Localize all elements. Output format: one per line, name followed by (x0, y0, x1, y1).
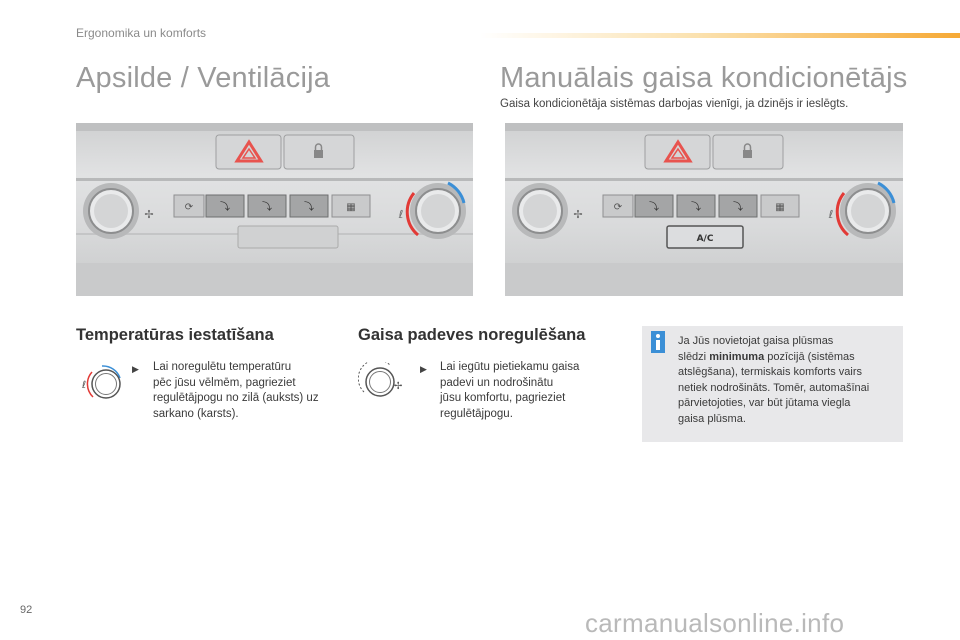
hazard-icon (234, 139, 264, 163)
ac-button-label: A/C (697, 234, 714, 244)
page-number: 92 (20, 604, 33, 616)
info-icon (651, 331, 665, 353)
info-box (642, 326, 903, 442)
airflow-heading: Gaisa padeves noregulēšana (358, 326, 586, 344)
lock-icon (314, 143, 323, 158)
heating-panel-photo: ⟳ ⤵ ⤵ ⤵ ▦ ✢ ℓ (76, 123, 473, 296)
svg-text:⤵: ⤵ (220, 201, 230, 213)
heating-panel-illustration: ⟳ ⤵ ⤵ ⤵ ▦ ✢ ℓ (76, 123, 473, 296)
chapter-title: Ergonomika un komforts (76, 26, 207, 40)
fan-icon: ✢ (144, 208, 153, 221)
recirculation-icon: ⟳ (614, 202, 623, 213)
defrost-icon: ▦ (346, 202, 355, 213)
temperature-knob-icon: ℓ (82, 365, 121, 399)
temperature-icon: ℓ (398, 208, 404, 221)
manual-ac-subtitle: Gaisa kondicionētāja sistēmas darbojas v… (500, 98, 849, 110)
ac-panel-illustration: A/C ⟳ ⤵ ⤵ ⤵ ▦ ✢ ℓ (505, 123, 903, 296)
defrost-icon: ▦ (775, 202, 784, 213)
svg-text:⤵: ⤵ (691, 201, 701, 213)
watermark: carmanualsonline.info (585, 608, 845, 638)
ac-panel-photo: A/C ⟳ ⤵ ⤵ ⤵ ▦ ✢ ℓ (505, 123, 903, 296)
svg-text:⤵: ⤵ (262, 201, 272, 213)
temperature-heading: Temperatūras iestatīšana (76, 326, 274, 344)
chapter-accent-bar (480, 33, 960, 38)
temperature-instructions: Lai noregulētu temperatūru pēc jūsu vēlm… (153, 361, 319, 420)
svg-text:⤵: ⤵ (733, 201, 743, 213)
fan-icon: ✢ (573, 208, 582, 221)
recirculation-icon: ⟳ (185, 202, 194, 213)
hazard-icon (663, 139, 693, 163)
lock-icon (743, 143, 752, 158)
heating-ventilation-title: Apsilde / Ventilācija (76, 62, 331, 94)
svg-text:⤵: ⤵ (304, 201, 314, 213)
temperature-icon: ℓ (828, 208, 834, 221)
ac-button (666, 225, 744, 249)
manual-ac-title: Manuālais gaisa kondicionētājs (500, 62, 908, 94)
svg-text:⤵: ⤵ (649, 201, 659, 213)
fan-icon: ✢ (394, 381, 402, 392)
info-text: Ja Jūs novietojat gaisa plūsmas slēdzi m… (678, 335, 870, 425)
airflow-knob-icon: ✢ (358, 362, 402, 397)
airflow-instructions: Lai iegūtu pietiekamu gaisa padevi un no… (440, 361, 580, 420)
svg-text:ℓ: ℓ (82, 380, 86, 391)
